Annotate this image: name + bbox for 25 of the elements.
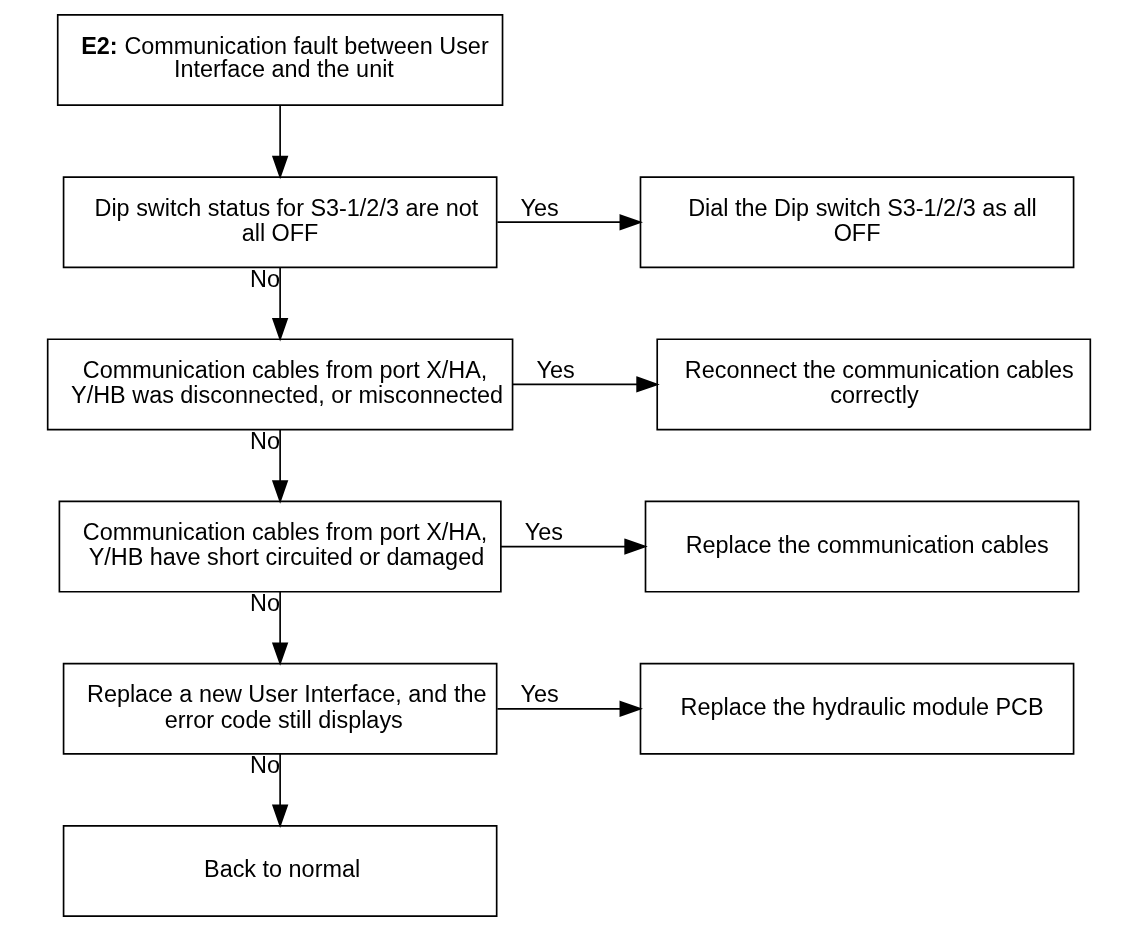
arrow (271, 753, 288, 829)
node-box: Replace the communication cables (644, 500, 1079, 593)
edge-label: Yes (520, 194, 559, 221)
node-box: Dip switch status for S3-1/2/3 are not all OFF (62, 176, 497, 269)
arrow (271, 266, 288, 342)
node-box: Communication cables from port X/HA, Y/HB have short circuited or damaged (58, 500, 502, 593)
node-box: Back to normal (62, 825, 497, 917)
arrow (499, 538, 648, 555)
arrow (496, 700, 643, 717)
arrow (271, 104, 288, 180)
edge-label: Yes (520, 681, 559, 708)
arrow (271, 590, 288, 666)
node-box: Replace the hydraulic module PCB (639, 662, 1074, 755)
node-box: Communication cables from port X/HA, Y/HB was disconnected, or misconnected (46, 338, 513, 431)
edge-label: No (249, 752, 280, 779)
arrow (511, 376, 660, 393)
node-box: Dial the Dip switch S3-1/2/3 as all OFF (639, 176, 1074, 269)
arrow (496, 214, 643, 231)
arrow (271, 428, 288, 504)
node-box: E2: Communication fault between User Interface and the unit (56, 14, 503, 106)
edge-label: No (249, 590, 280, 617)
edge-label: Yes (536, 357, 575, 384)
node-box: Reconnect the communication cables correctly (655, 338, 1091, 431)
edge-label: Yes (524, 519, 563, 546)
node-box: Replace a new User Interface, and the error code still displays (62, 662, 497, 755)
